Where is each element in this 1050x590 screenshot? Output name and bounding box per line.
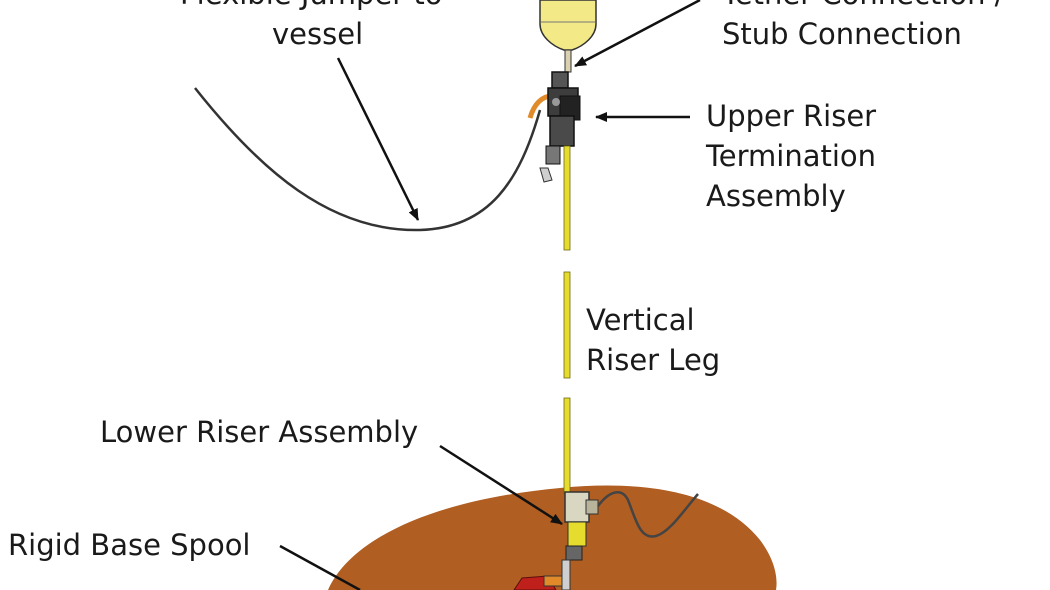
label-upper-riser-line1: Upper Riser (706, 99, 877, 133)
label-flexible-jumper: Flexible Jumper to vessel (180, 0, 443, 54)
label-lower-riser-text: Lower Riser Assembly (100, 415, 419, 449)
arrow-rigid-base (279, 544, 361, 590)
label-upper-riser-line3: Assembly (706, 179, 846, 213)
rigid-base-spool (513, 575, 563, 590)
label-vertical-riser-line2: Riser Leg (586, 343, 721, 377)
label-upper-riser: Upper Riser Termination Assembly (706, 96, 876, 216)
label-lower-riser: Lower Riser Assembly (100, 412, 418, 452)
label-flexible-jumper-line1: Flexible Jumper to (180, 0, 443, 14)
buoy (539, 0, 597, 51)
upper-riser-termination-assembly (539, 71, 581, 183)
label-vertical-riser: Vertical Riser Leg (586, 300, 720, 380)
seabed (328, 485, 777, 590)
label-flexible-jumper-line2: vessel (272, 17, 364, 51)
buoy-stub (564, 49, 572, 73)
flexible-jumper (194, 87, 542, 232)
label-rigid-base-text: Rigid Base Spool (8, 528, 251, 562)
label-tether-connection: Tether Connection / Stub Connection (722, 0, 1004, 54)
arrow-tether-connection (574, 0, 701, 68)
arrow-lower-riser (439, 444, 563, 526)
label-tether-connection-line2: Stub Connection (722, 17, 962, 51)
label-upper-riser-line2: Termination (706, 139, 877, 173)
label-tether-connection-line1: Tether Connection / (722, 0, 1004, 14)
arrow-flexible-jumper (336, 57, 420, 221)
lower-riser-assembly (561, 491, 699, 590)
label-vertical-riser-line1: Vertical (586, 303, 695, 337)
vertical-riser-leg (563, 145, 571, 495)
label-rigid-base: Rigid Base Spool (8, 525, 251, 565)
